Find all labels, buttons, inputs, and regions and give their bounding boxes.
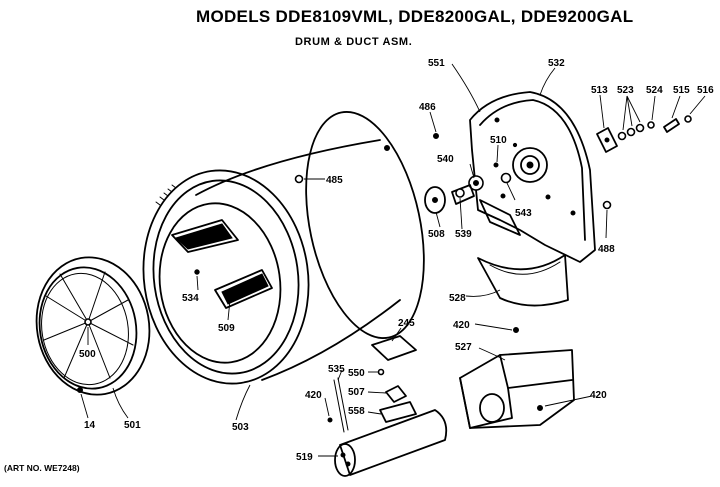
drum-503: [142, 111, 425, 385]
callout-420c: 420: [590, 390, 607, 401]
callout-485: 485: [326, 175, 343, 186]
leader-lines: [80, 63, 706, 457]
nut-516: [684, 115, 692, 123]
bracket-558: [379, 401, 417, 423]
callouts: 551 532 513 523 524 515 516 486 510 540 …: [79, 58, 714, 463]
callout-486: 486: [419, 102, 436, 113]
bracket-515: [663, 118, 680, 133]
callout-420b: 420: [305, 390, 322, 401]
callout-532: 532: [548, 58, 565, 69]
callout-515: 515: [673, 85, 690, 96]
callout-524: 524: [646, 85, 663, 96]
callout-14: 14: [84, 420, 96, 431]
rear-bulkhead-532: [469, 91, 596, 263]
callout-539: 539: [455, 229, 472, 240]
callout-516: 516: [697, 85, 714, 96]
screw-486: [433, 133, 439, 139]
screw-510: [493, 162, 499, 168]
wire-535: [333, 377, 349, 433]
diagram-title: MODELS DDE8109VML, DDE8200GAL, DDE9200GA…: [196, 7, 633, 26]
callout-523: 523: [617, 85, 634, 96]
art-number: (ART NO. WE7248): [4, 463, 80, 473]
callout-420a: 420: [453, 320, 470, 331]
callout-509: 509: [218, 323, 235, 334]
callout-558: 558: [348, 406, 365, 417]
washer-523c: [635, 123, 645, 133]
callout-527: 527: [455, 342, 472, 353]
screw-488: [602, 200, 612, 210]
callout-540: 540: [437, 154, 454, 165]
callout-534: 534: [182, 293, 199, 304]
duct-528: [477, 254, 569, 307]
callout-501: 501: [124, 420, 141, 431]
shaft-539: [451, 184, 475, 205]
callout-528: 528: [449, 293, 466, 304]
bearing-543: [500, 172, 512, 184]
washer-523a: [617, 131, 627, 141]
shield-245: [371, 335, 417, 361]
screw-420c: [537, 405, 543, 411]
heater-519: [334, 409, 448, 477]
washer-523b: [626, 127, 636, 137]
callout-245: 245: [398, 318, 415, 329]
screen-500: [43, 271, 134, 379]
screw-420b: [327, 417, 333, 423]
screw-14: [77, 387, 83, 393]
heater-duct-527: [459, 349, 575, 429]
callout-503: 503: [232, 422, 249, 433]
callout-550: 550: [348, 368, 365, 379]
callout-488: 488: [598, 244, 615, 255]
callout-551: 551: [428, 58, 445, 69]
drum-support-508: [424, 186, 446, 214]
callout-513: 513: [591, 85, 608, 96]
diagram-subtitle: DRUM & DUCT ASM.: [295, 36, 412, 48]
callout-519: 519: [296, 452, 313, 463]
callout-508: 508: [428, 229, 445, 240]
thermostat-507: [385, 385, 407, 403]
screw-550: [377, 368, 385, 376]
bearing-housing-513: [596, 127, 618, 153]
door-seal-501: [35, 256, 151, 396]
screw-420a: [513, 327, 519, 333]
callout-510: 510: [490, 135, 507, 146]
clip-524: [647, 121, 655, 129]
callout-543: 543: [515, 208, 532, 219]
callout-507: 507: [348, 387, 365, 398]
callout-535: 535: [328, 364, 345, 375]
callout-500: 500: [79, 349, 96, 360]
